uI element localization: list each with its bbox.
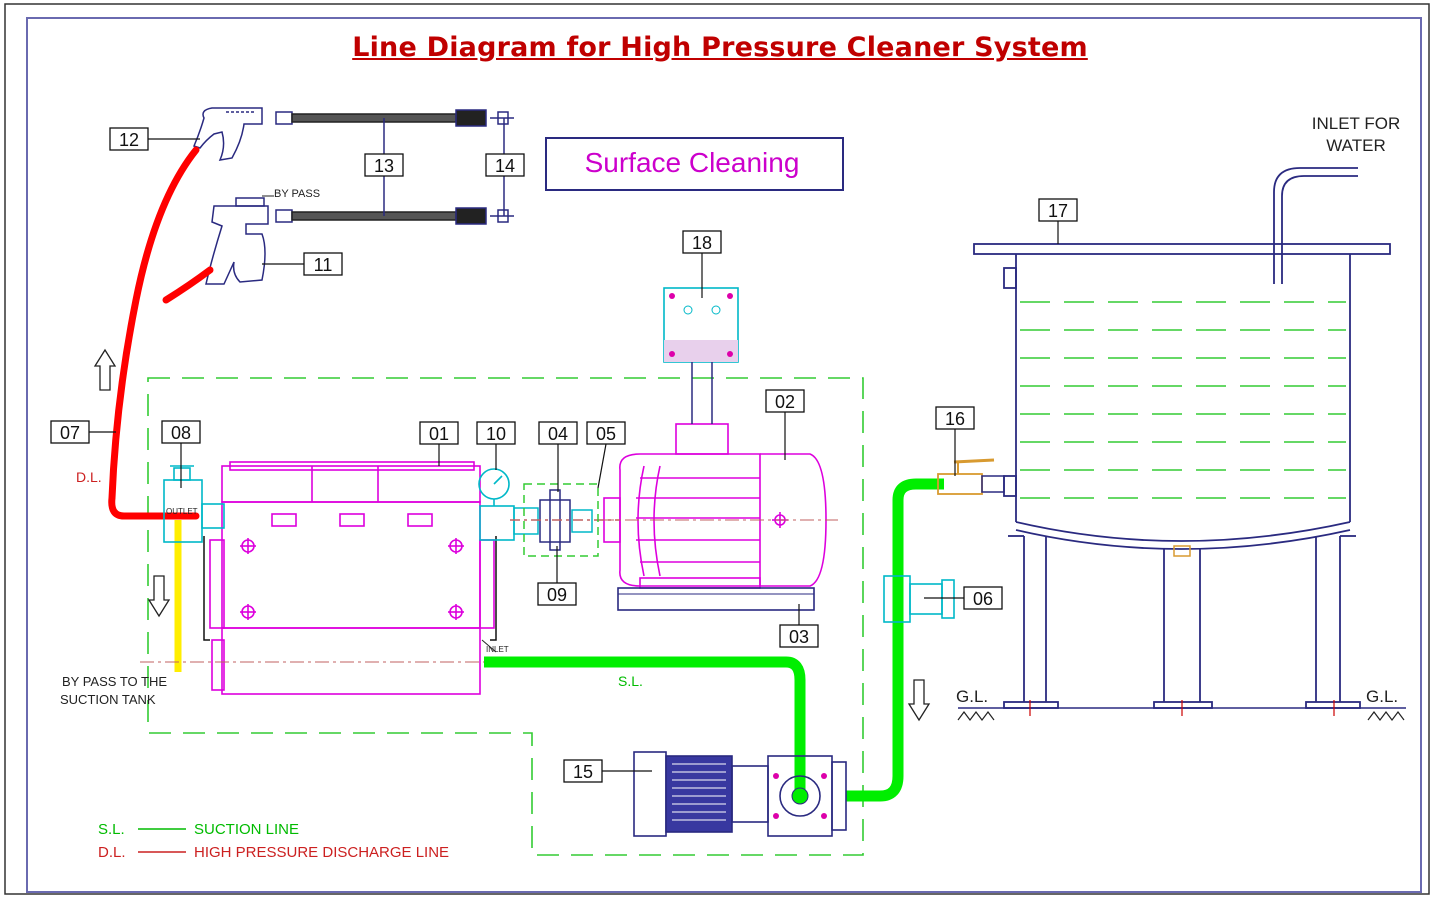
suction-pump (633, 751, 847, 837)
svg-text:04: 04 (548, 424, 568, 444)
svg-text:02: 02 (775, 392, 795, 412)
coupling-guard (523, 483, 599, 557)
svg-text:13: 13 (374, 156, 394, 176)
outlet-block (163, 465, 225, 543)
ground-level-right: G.L. (1366, 687, 1398, 706)
legend-dl-text: HIGH PRESSURE DISCHARGE LINE (194, 844, 449, 861)
water-tank (973, 167, 1391, 709)
svg-text:18: 18 (692, 233, 712, 253)
inlet-label: INLET (486, 645, 509, 654)
tag-04: 04 (538, 421, 578, 445)
svg-text:08: 08 (171, 423, 191, 443)
legend-dl-abbr: D.L. (98, 844, 126, 861)
tag-03: 03 (779, 624, 819, 648)
ground-hatch (957, 711, 1405, 721)
flow-down-arrow (147, 575, 171, 618)
flow-up-arrow (93, 348, 117, 391)
svg-text:03: 03 (789, 627, 809, 647)
bypass-tank-label-2: SUCTION TANK (60, 692, 156, 707)
inner-border (26, 17, 1422, 893)
svg-text:06: 06 (973, 589, 993, 609)
tag-17: 17 (1038, 198, 1078, 222)
outlet-label: OUTLET (166, 507, 198, 516)
svg-text:17: 17 (1048, 201, 1068, 221)
tag-06: 06 (963, 586, 1003, 610)
svg-text:11: 11 (314, 255, 333, 275)
diagram-title: Line Diagram for High Pressure Cleaner S… (352, 32, 1088, 63)
svg-text:15: 15 (573, 762, 593, 782)
ground-level-left: G.L. (956, 687, 988, 706)
svg-text:10: 10 (486, 424, 506, 444)
tag-18: 18 (682, 230, 722, 254)
tag-16: 16 (935, 406, 975, 430)
dl-label: D.L. (76, 469, 102, 485)
tag-08: 08 (161, 420, 201, 444)
bypass-tank-label-1: BY PASS TO THE (62, 674, 167, 689)
suction-line (484, 656, 806, 790)
tag-13: 13 (364, 153, 404, 177)
pressure-gauge (478, 468, 515, 541)
electric-motor (603, 423, 827, 589)
flow-down-arrow-right (907, 679, 931, 722)
outer-border (4, 3, 1430, 895)
svg-text:01: 01 (429, 424, 449, 444)
spray-gun-bottom (205, 197, 514, 285)
tank-inlet-label-2: WATER (1326, 136, 1386, 155)
tag-09: 09 (537, 582, 577, 606)
inline-filter (883, 575, 955, 623)
tag-05: 05 (586, 421, 626, 445)
spray-gun-top (192, 107, 514, 161)
motor-base (617, 587, 815, 611)
ball-valve (937, 458, 1005, 495)
svg-text:16: 16 (945, 409, 965, 429)
svg-text:07: 07 (60, 423, 80, 443)
tag-14: 14 (485, 153, 525, 177)
tag-02: 02 (765, 389, 805, 413)
equipment-enclosure (147, 377, 864, 856)
starter-panel (663, 287, 739, 424)
svg-text:09: 09 (547, 585, 567, 605)
legend-sl-abbr: S.L. (98, 821, 125, 838)
surface-cleaning-label: Surface Cleaning (585, 147, 800, 178)
tag-11: 11 (303, 252, 343, 276)
tag-12: 12 (109, 127, 149, 151)
svg-text:05: 05 (596, 424, 616, 444)
surface-cleaning-box (545, 137, 844, 191)
tank-inlet-label-1: INLET FOR (1312, 114, 1400, 133)
water-level-lines (1020, 301, 1346, 499)
tag-07: 07 (50, 420, 90, 444)
tag-01: 01 (419, 421, 459, 445)
bypass-label: BY PASS (274, 188, 320, 200)
pump-unit (209, 461, 495, 695)
svg-text:14: 14 (495, 156, 515, 176)
legend-sl-text: SUCTION LINE (194, 821, 299, 838)
pump-port (791, 787, 809, 805)
svg-text:12: 12 (119, 130, 139, 150)
discharge-line (108, 146, 200, 520)
sl-label: S.L. (618, 673, 643, 689)
legend: S.L. SUCTION LINE D.L. HIGH PRESSURE DIS… (98, 821, 449, 861)
tag-15: 15 (563, 759, 603, 783)
tag-10: 10 (476, 421, 516, 445)
pump-frame (203, 536, 497, 641)
